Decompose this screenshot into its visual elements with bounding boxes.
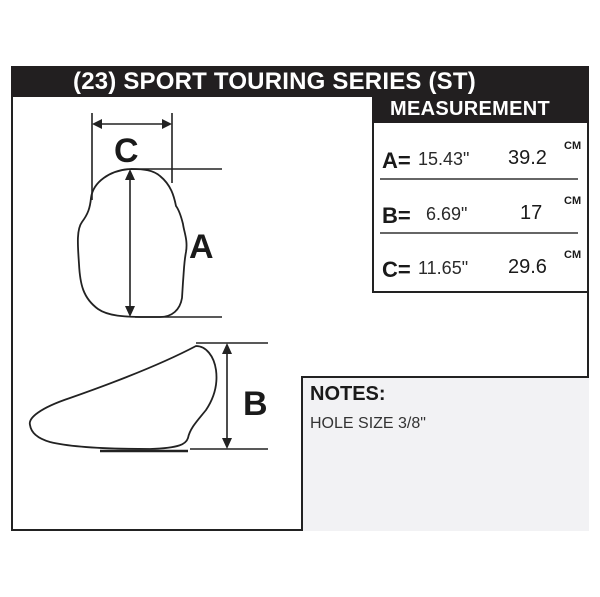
measurement-cm: 29.6 <box>508 256 547 278</box>
dim-b-arrow-top <box>222 343 232 354</box>
measurement-unit: CM <box>564 195 582 207</box>
header-bar: (23) SPORT TOURING SERIES (ST) <box>11 66 589 97</box>
dim-c-arrow-left <box>92 119 102 129</box>
windshield-front-outline <box>76 168 188 318</box>
measurement-divider <box>380 178 578 180</box>
measurement-unit: CM <box>564 249 582 261</box>
measurement-letter: B= <box>382 203 411 228</box>
measurement-inches: 6.69" <box>426 204 468 224</box>
measurement-inches: 11.65" <box>418 258 469 278</box>
dim-a-label: A <box>189 228 214 266</box>
dim-c-label: C <box>114 132 139 170</box>
notes-panel: NOTES: HOLE SIZE 3/8" <box>301 376 589 531</box>
measurement-row-c: C= 11.65" 29.6 CM <box>382 247 582 287</box>
measurement-table: A= 15.43" 39.2 CM B= 6.69" 17 CM C= 11.6… <box>372 123 589 293</box>
measurement-cm: 17 <box>520 202 543 224</box>
notes-text: HOLE SIZE 3/8" <box>310 415 426 432</box>
measurement-letter: A= <box>382 148 411 173</box>
page-title: (23) SPORT TOURING SERIES (ST) <box>73 68 476 95</box>
measurement-heading-tab: MEASUREMENT <box>372 97 589 123</box>
measurement-heading: MEASUREMENT <box>390 98 550 120</box>
dim-a-arrow-top <box>125 169 135 180</box>
notes-title: NOTES: <box>310 383 386 405</box>
dim-a-arrow-bottom <box>125 306 135 317</box>
windshield-side-outline <box>29 345 218 450</box>
measurement-unit: CM <box>564 140 582 152</box>
measurement-row-a: A= 15.43" 39.2 CM <box>382 138 582 178</box>
dim-b-arrow-bottom <box>222 438 232 449</box>
measurement-row-b: B= 6.69" 17 CM <box>382 193 582 233</box>
measurement-cm: 39.2 <box>508 147 547 169</box>
dim-c-arrow-right <box>162 119 172 129</box>
measurement-divider <box>380 232 578 234</box>
measurement-inches: 15.43" <box>418 149 470 169</box>
measurement-letter: C= <box>382 257 411 282</box>
dim-b-label: B <box>243 385 268 423</box>
